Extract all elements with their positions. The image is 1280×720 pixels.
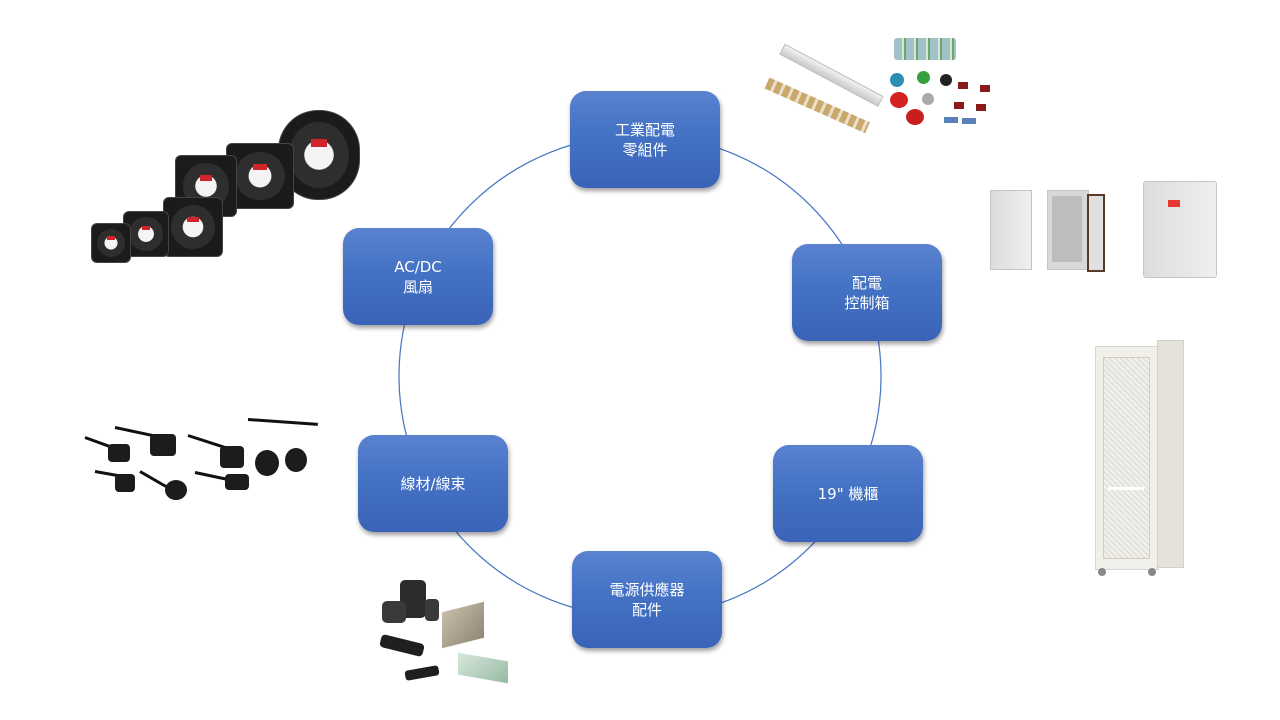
node-psu-accessories[interactable]: 電源供應器 配件 bbox=[572, 551, 722, 648]
node-industrial-components[interactable]: 工業配電 零組件 bbox=[570, 91, 720, 188]
terminal-blocks-and-switches-icon bbox=[762, 35, 1032, 135]
node-label-line: 配電 bbox=[851, 273, 882, 292]
node-label-line: 配件 bbox=[631, 600, 662, 619]
node-fans[interactable]: AC/DC 風扇 bbox=[343, 228, 493, 325]
cooling-fans-icon bbox=[88, 105, 360, 265]
node-label-line: 零組件 bbox=[622, 140, 668, 159]
enclosures-icon bbox=[985, 178, 1220, 278]
node-rack-cabinet[interactable]: 19" 機櫃 bbox=[773, 445, 923, 542]
node-label-line: AC/DC bbox=[394, 257, 442, 276]
ferrite-and-din-clips-icon bbox=[360, 577, 515, 687]
node-label-line: 19" 機櫃 bbox=[817, 484, 879, 503]
server-rack-icon bbox=[1090, 338, 1190, 578]
cycle-ring-circle bbox=[398, 134, 882, 618]
node-distribution-box[interactable]: 配電 控制箱 bbox=[792, 244, 942, 341]
node-label-line: 控制箱 bbox=[844, 293, 890, 312]
node-label-line: 電源供應器 bbox=[609, 580, 685, 599]
node-label-line: 工業配電 bbox=[614, 120, 675, 139]
node-label-line: 風扇 bbox=[402, 277, 433, 296]
node-label-line: 線材/線束 bbox=[400, 474, 466, 493]
node-cables[interactable]: 線材/線束 bbox=[358, 435, 508, 532]
power-cords-icon bbox=[80, 408, 330, 508]
